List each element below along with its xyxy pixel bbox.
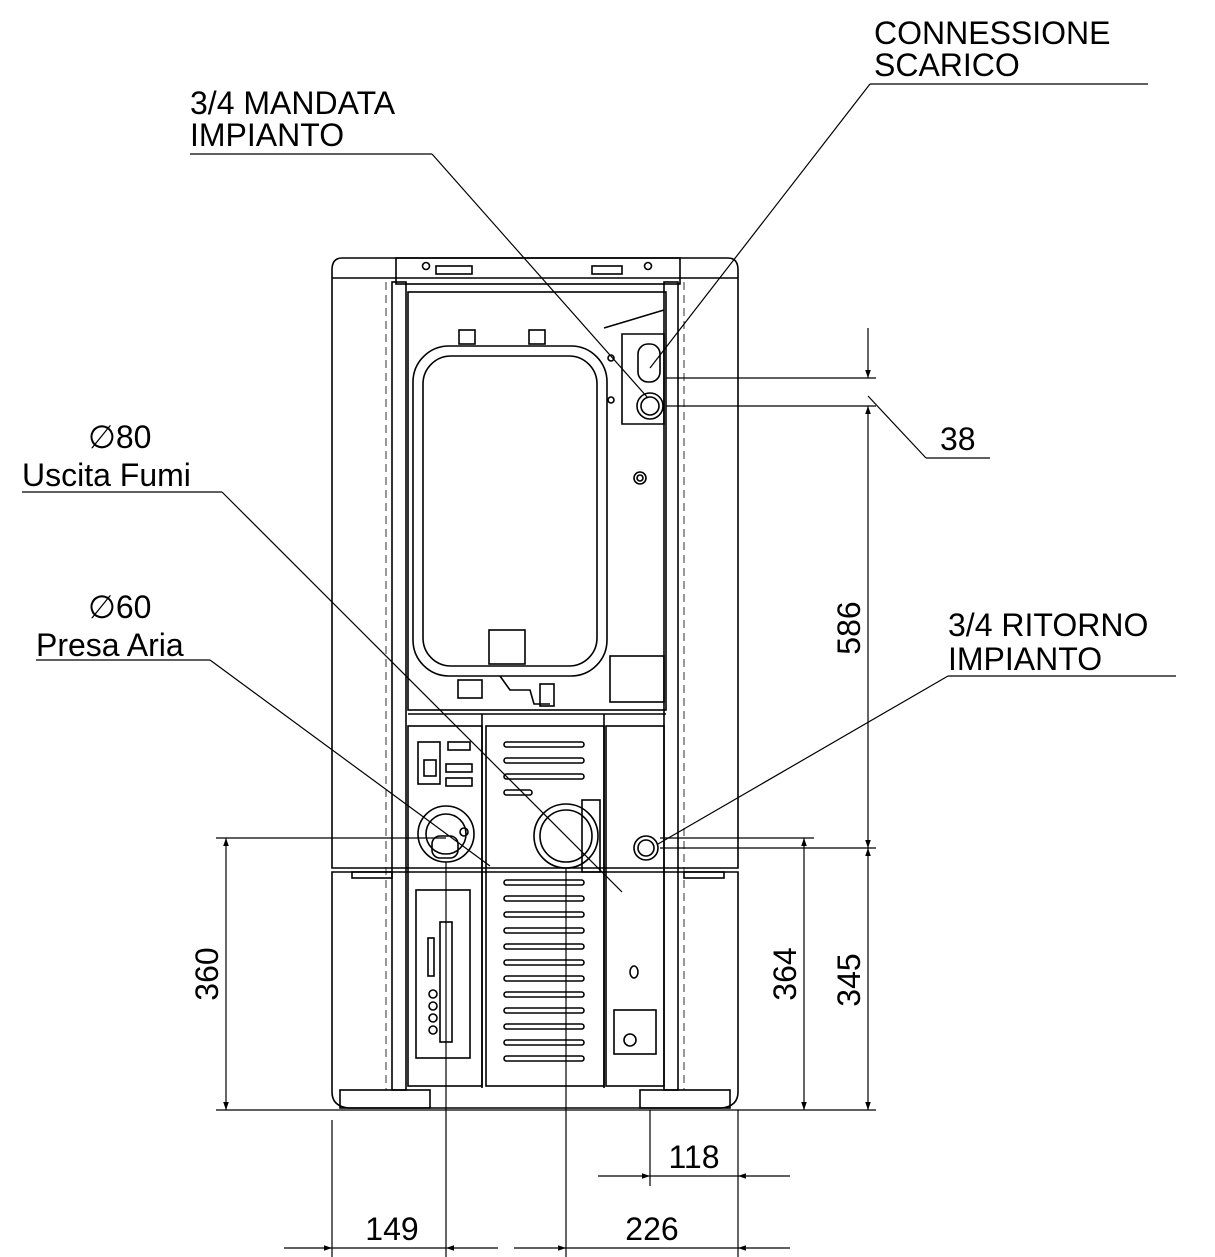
label-presa-aria: Presa Aria bbox=[36, 627, 184, 663]
dim-118: 118 bbox=[668, 1139, 719, 1175]
dim-364: 364 bbox=[767, 947, 803, 1000]
stove-body bbox=[331, 257, 739, 1109]
dim-226: 226 bbox=[625, 1211, 678, 1247]
label-diameter-80: ∅80 bbox=[88, 419, 151, 455]
dim-586: 586 bbox=[831, 601, 867, 654]
label-connessione: CONNESSIONE bbox=[874, 15, 1110, 51]
label-diameter-60: ∅60 bbox=[88, 589, 151, 625]
label-uscita-fumi: Uscita Fumi bbox=[22, 457, 191, 493]
dimension-lines bbox=[216, 328, 876, 1257]
label-scarico: SCARICO bbox=[874, 47, 1020, 83]
dim-345: 345 bbox=[831, 953, 867, 1006]
label-mandata: 3/4 MANDATA bbox=[190, 85, 396, 121]
leader-lines bbox=[22, 83, 1176, 893]
dim-38: 38 bbox=[940, 421, 976, 457]
dim-360: 360 bbox=[189, 947, 225, 1000]
dimension-values: 38 586 360 364 345 118 149 226 bbox=[189, 421, 976, 1247]
vent-louvres bbox=[503, 741, 585, 1062]
label-ritorno-impianto: IMPIANTO bbox=[948, 641, 1102, 677]
label-mandata-impianto: IMPIANTO bbox=[190, 117, 344, 153]
dim-149: 149 bbox=[365, 1211, 418, 1247]
callout-labels: CONNESSIONE SCARICO 3/4 MANDATA IMPIANTO… bbox=[22, 15, 1148, 677]
label-ritorno: 3/4 RITORNO bbox=[948, 607, 1148, 643]
